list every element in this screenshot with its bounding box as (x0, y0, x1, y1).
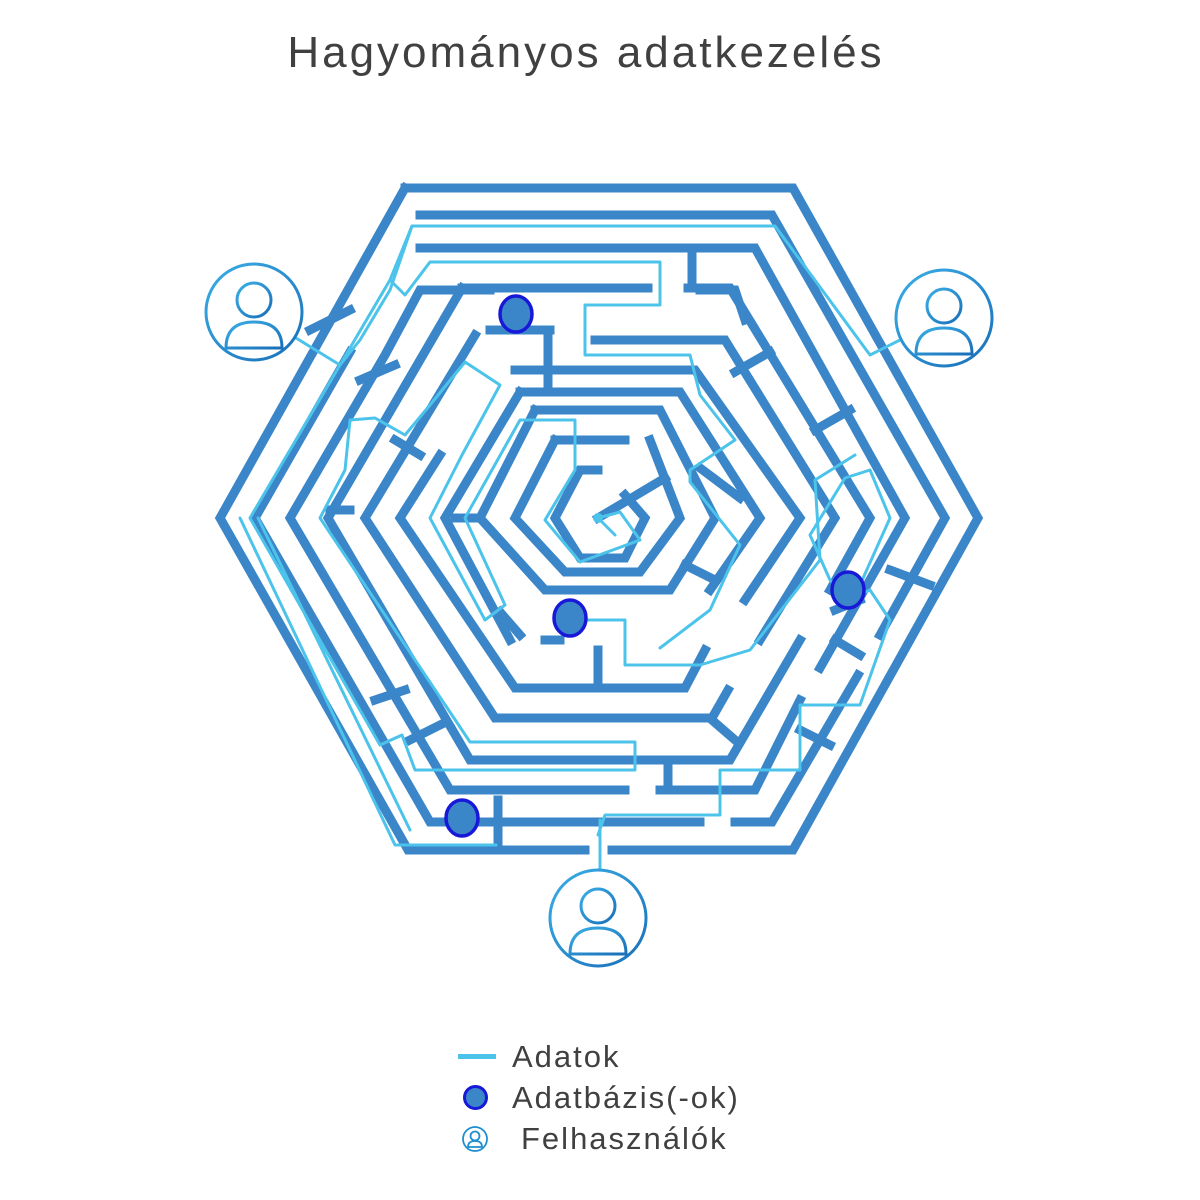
ring-wall-9 (509, 433, 686, 577)
data-path-inner-left (428, 360, 642, 622)
legend-item-users: Felhasználók (452, 1118, 832, 1159)
core-wall-2 (591, 471, 672, 525)
maze-core-dot (593, 513, 603, 523)
data-path-right (596, 468, 892, 837)
database-icon (498, 294, 534, 334)
database-icon (830, 570, 866, 610)
maze-walls (214, 181, 984, 855)
connector-walls (303, 245, 936, 855)
user-icon (461, 1118, 521, 1159)
legend-item-data: Adatok (452, 1036, 832, 1077)
database-icon (552, 598, 588, 638)
data-path-lower (586, 453, 857, 872)
database-icon (452, 1077, 512, 1118)
legend-item-database: Adatbázis(-ok) (452, 1077, 832, 1118)
user-icon (894, 268, 994, 368)
legend-label-database: Adatbázis(-ok) (512, 1079, 740, 1115)
ring-wall-8 (474, 403, 721, 595)
database-icon (444, 798, 480, 838)
legend-label-users: Felhasználók (521, 1120, 728, 1156)
databases (444, 294, 866, 838)
legend: Adatok Adatbázis(-ok) Felhasználók (452, 1036, 832, 1159)
user-icon (548, 868, 648, 968)
diagram-title: Hagyományos adatkezelés (287, 28, 885, 77)
data-path-ring (388, 224, 742, 650)
data-line-icon (452, 1036, 512, 1077)
core-wall (549, 465, 651, 563)
data-path-left (238, 278, 637, 847)
ring-wall-6 (394, 365, 806, 693)
maze-diagram (204, 181, 994, 968)
data-paths (238, 224, 902, 872)
user-icon (204, 262, 304, 362)
legend-label-data: Adatok (512, 1038, 621, 1074)
